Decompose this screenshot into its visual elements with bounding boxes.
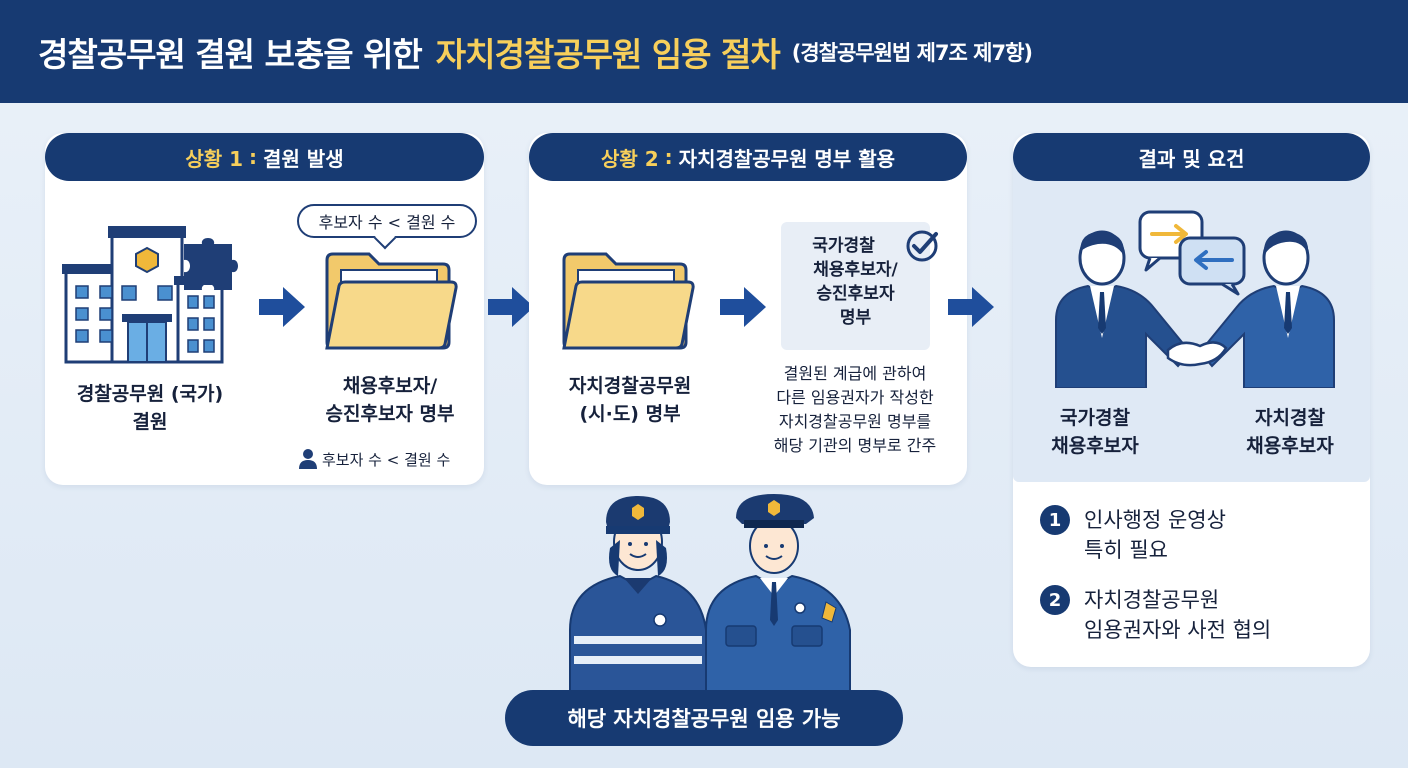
- person-right-line1: 자치경찰: [1255, 407, 1325, 429]
- page-subtitle-law: (경찰공무원법 제7조 제7항): [791, 40, 1033, 65]
- deemed-roster-note: 결원된 계급에 관하여 다른 임용권자가 작성한 자치경찰공무원 명부를 해당 …: [744, 362, 966, 458]
- page-title-highlight: 자치경찰공무원 임용 절차: [435, 34, 781, 74]
- outcome-pill: 해당 자치경찰공무원 임용 가능: [505, 690, 903, 746]
- roster-line-2: 채용후보자/: [813, 260, 898, 280]
- person-right-caption: 자치경찰 채용후보자: [1220, 404, 1360, 460]
- note-line-1: 결원된 계급에 관하여: [783, 364, 927, 383]
- building-caption: 경찰공무원 (국가) 결원: [55, 380, 245, 436]
- note-line-2: 다른 임용권자가 작성한: [776, 388, 934, 407]
- step2-colon: :: [664, 145, 673, 169]
- flow-arrow-4: [948, 287, 994, 327]
- police-building-icon: [62, 226, 226, 364]
- police-officer-icon: [569, 494, 851, 700]
- candidate-shortage-bubble: 후보자 수 < 결원 수: [297, 204, 477, 238]
- step1-footer-note-text: 후보자 수 < 결원 수: [322, 450, 451, 469]
- building-caption-line2: 결원: [132, 411, 168, 433]
- national-roster-text: 국가경찰 채용후보자/ 승진후보자 명부: [781, 234, 930, 330]
- step1-label: 상황 1: [185, 146, 244, 171]
- building-caption-line1: 경찰공무원 (국가): [76, 383, 224, 405]
- condition-item-2: 2 자치경찰공무원 임용권자와 사전 협의: [1040, 585, 1271, 645]
- person-icon: [299, 449, 317, 469]
- handshake-icon: [1055, 230, 1335, 388]
- folder1-caption: 채용후보자/ 승진후보자 명부: [300, 372, 480, 428]
- condition-1-line1: 인사행정 운영상: [1084, 508, 1226, 532]
- folder2-caption-line1: 자치경찰공무원: [568, 375, 692, 397]
- step2-header-pill: 상황 2 : 자치경찰공무원 명부 활용: [529, 133, 967, 181]
- step2-title: 자치경찰공무원 명부 활용: [678, 146, 895, 171]
- condition-2-line2: 임용권자와 사전 협의: [1084, 618, 1272, 642]
- step1-title: 결원 발생: [263, 146, 344, 171]
- condition-2-line1: 자치경찰공무원: [1084, 588, 1220, 612]
- condition-text-2: 자치경찰공무원 임용권자와 사전 협의: [1084, 585, 1271, 645]
- step1-footer-note: 후보자 수 < 결원 수: [298, 447, 450, 471]
- person-left-line1: 국가경찰: [1060, 407, 1130, 429]
- roster-line-4: 명부: [839, 308, 872, 328]
- puzzle-piece-icon: [184, 238, 238, 290]
- page-title: 경찰공무원 결원 보충을 위한: [38, 34, 423, 74]
- header-banner: 경찰공무원 결원 보충을 위한 자치경찰공무원 임용 절차 (경찰공무원법 제7…: [0, 0, 1408, 103]
- person-right-line2: 채용후보자: [1246, 435, 1334, 457]
- folder2-caption-line2: (시·도) 명부: [579, 403, 681, 425]
- condition-number-2: 2: [1040, 585, 1070, 615]
- step2-label: 상황 2: [600, 146, 659, 171]
- flow-arrow-3: [720, 287, 766, 327]
- step3-header-pill: 결과 및 요건: [1013, 133, 1370, 181]
- person-left-line2: 채용후보자: [1051, 435, 1139, 457]
- condition-text-1: 인사행정 운영상 특히 필요: [1084, 505, 1226, 565]
- step1-colon: :: [249, 145, 258, 169]
- step3-title: 결과 및 요건: [1138, 146, 1245, 171]
- flow-arrow-2: [488, 287, 534, 327]
- condition-item-1: 1 인사행정 운영상 특히 필요: [1040, 505, 1226, 565]
- national-roster-box: [781, 222, 930, 350]
- person-left-caption: 국가경찰 채용후보자: [1030, 404, 1160, 460]
- folder1-caption-line1: 채용후보자/: [342, 375, 438, 397]
- checkmark-icon: [906, 230, 938, 262]
- folder-icon: [562, 252, 695, 350]
- folder2-caption: 자치경찰공무원 (시·도) 명부: [540, 372, 720, 428]
- folder-icon: [325, 252, 458, 350]
- step1-header-pill: 상황 1 : 결원 발생: [45, 133, 484, 181]
- flow-arrow-1: [259, 287, 305, 327]
- folder1-caption-line2: 승진후보자 명부: [325, 403, 455, 425]
- exchange-arrows-icon: [1138, 210, 1246, 296]
- roster-line-3: 승진후보자: [816, 284, 895, 304]
- condition-1-line2: 특히 필요: [1084, 538, 1168, 562]
- condition-number-1: 1: [1040, 505, 1070, 535]
- note-line-4: 해당 기관의 명부로 간주: [773, 436, 937, 455]
- roster-line-1: 국가경찰: [812, 236, 875, 256]
- note-line-3: 자치경찰공무원 명부를: [778, 412, 932, 431]
